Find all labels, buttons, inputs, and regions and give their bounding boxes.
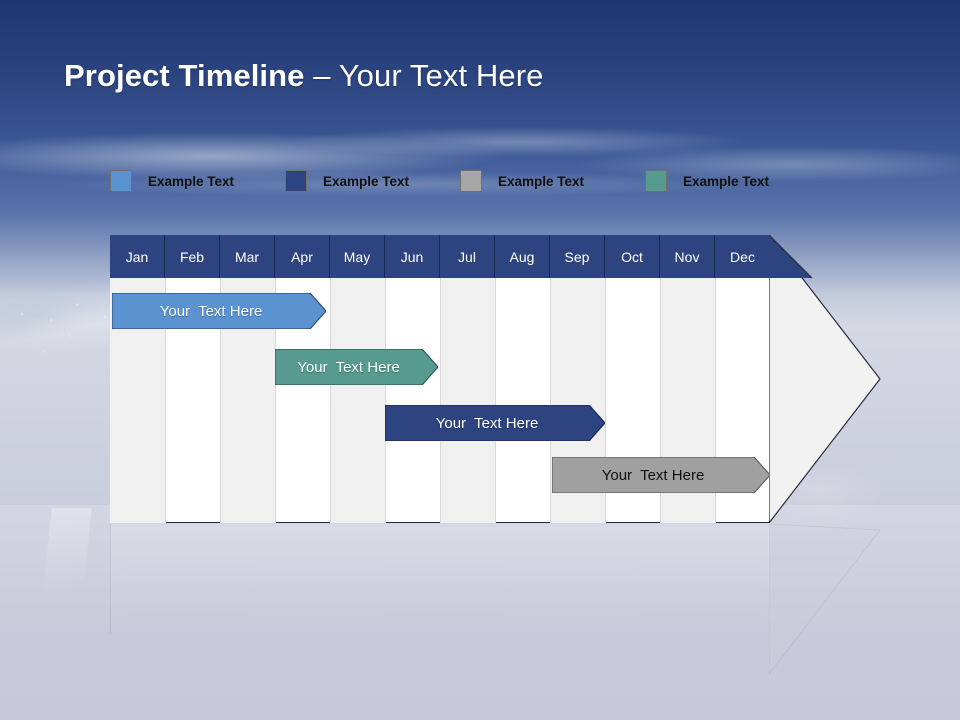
column-divider [220, 278, 221, 523]
month-label: Oct [621, 248, 643, 265]
legend-label: Example Text [498, 173, 585, 189]
column-divider [275, 278, 276, 523]
month-header-feb[interactable]: Feb [165, 235, 220, 278]
month-header-row: Jan Feb Mar Apr May Jun Jul Aug Sep Oct Nov Dec [110, 235, 770, 278]
month-header-oct[interactable]: Oct [605, 235, 660, 278]
legend-item-1: Example Text [110, 170, 234, 192]
slide-title-light: – Your Text Here [304, 58, 544, 93]
month-header-dec[interactable]: Dec [715, 235, 770, 278]
month-label: May [343, 248, 371, 265]
column-divider [660, 278, 661, 523]
month-label: Apr [291, 248, 313, 265]
month-header-sep[interactable]: Sep [550, 235, 605, 278]
legend-swatch-icon [110, 170, 132, 192]
month-label: Jan [125, 248, 149, 265]
month-header-apr[interactable]: Apr [275, 235, 330, 278]
column-divider [330, 278, 331, 523]
month-label: Jun [400, 248, 424, 265]
month-header-nov[interactable]: Nov [660, 235, 715, 278]
month-label: Aug [509, 248, 535, 265]
legend-item-3: Example Text [460, 170, 584, 192]
column-divider [715, 278, 716, 523]
legend-swatch-icon [645, 170, 667, 192]
task-bar-1[interactable]: Your Text Here [112, 293, 326, 329]
column-divider [440, 278, 441, 523]
slide-title-strong: Project Timeline [64, 58, 305, 93]
legend-item-2: Example Text [285, 170, 409, 192]
column-stripe-may [330, 278, 385, 523]
task-bar-shape [552, 457, 770, 493]
month-label: Jul [458, 248, 476, 265]
task-bar-label: Your Text Here [435, 414, 539, 432]
month-header-may[interactable]: May [330, 235, 385, 278]
month-label: Feb [179, 248, 205, 265]
column-divider [605, 278, 606, 523]
month-header-jan[interactable]: Jan [110, 235, 165, 278]
task-bar-label: Your Text Here [159, 302, 263, 320]
month-header-aug[interactable]: Aug [495, 235, 550, 278]
task-bar-shape [112, 293, 326, 329]
arrowhead-body [768, 233, 881, 525]
month-header-jun[interactable]: Jun [385, 235, 440, 278]
legend-label: Example Text [683, 173, 770, 189]
column-divider [550, 278, 551, 523]
column-stripe-jul [440, 278, 495, 523]
legend-label: Example Text [323, 173, 410, 189]
legend-swatch-icon [285, 170, 307, 192]
column-divider [495, 278, 496, 523]
task-bar-label: Your Text Here [601, 466, 705, 484]
task-bar-shape [385, 405, 605, 441]
month-label: Nov [674, 248, 700, 265]
legend-swatch-icon [460, 170, 482, 192]
month-header-jul[interactable]: Jul [440, 235, 495, 278]
month-label: Sep [564, 248, 590, 265]
month-label: Mar [234, 248, 260, 265]
slide-title: Project Timeline – Your Text Here [64, 58, 543, 94]
month-header-mar[interactable]: Mar [220, 235, 275, 278]
arrowhead-top-edge [768, 234, 813, 279]
floor-sheen [0, 505, 960, 720]
month-label: Dec [730, 248, 755, 265]
task-bar-4[interactable]: Your Text Here [552, 457, 770, 493]
legend-label: Example Text [148, 173, 235, 189]
column-divider [165, 278, 166, 523]
column-divider [385, 278, 386, 523]
task-bar-3[interactable]: Your Text Here [385, 405, 605, 441]
legend-item-4: Example Text [645, 170, 769, 192]
timeline-arrowhead [768, 233, 881, 525]
task-bar-shape [275, 349, 438, 385]
timeline-chart: Jan Feb Mar Apr May Jun Jul Aug Sep Oct Nov Dec You… [110, 235, 770, 523]
task-bar-label: Your Text Here [297, 358, 400, 376]
task-bar-2[interactable]: Your Text Here [275, 349, 438, 385]
